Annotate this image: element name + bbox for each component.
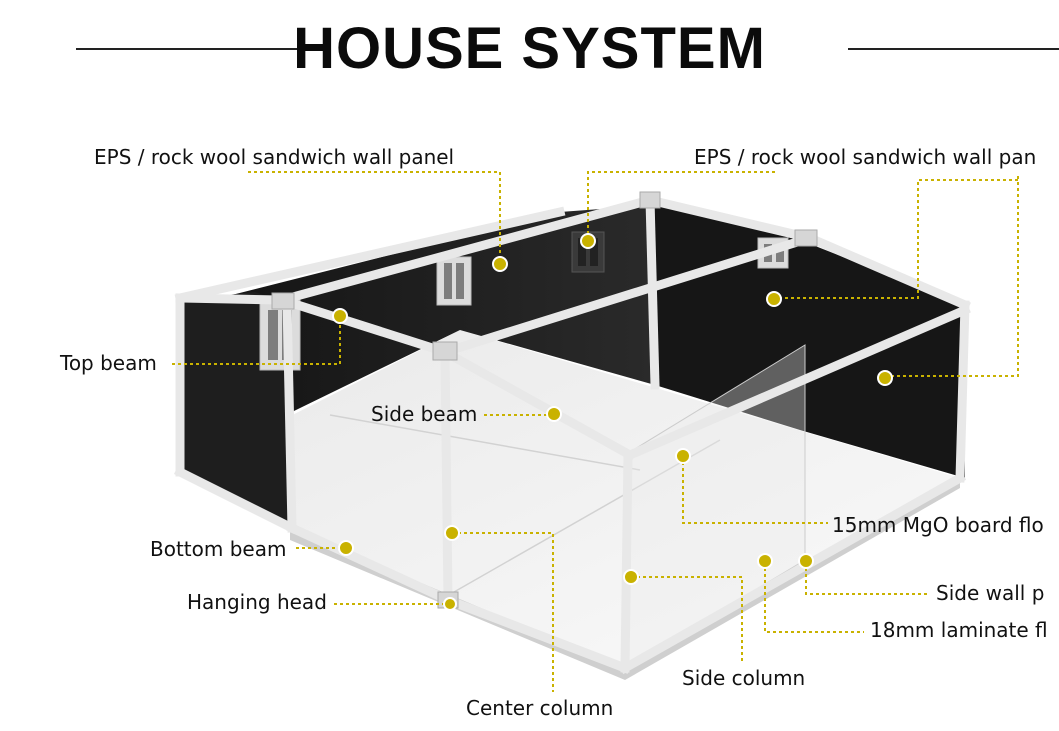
steel-frame — [173, 194, 971, 675]
callout-dot-wall-right — [766, 291, 782, 307]
leader-side-column — [631, 576, 743, 662]
label-top-beam: Top beam — [60, 351, 157, 375]
floor-seam-2 — [439, 439, 721, 601]
callout-dot-side-wall — [798, 553, 814, 569]
leader-wall-panel-far-right — [886, 176, 1019, 377]
label-laminate-floor: 18mm laminate fl — [870, 618, 1048, 642]
title-rule-right — [848, 48, 1059, 50]
label-side-wall: Side wall p — [936, 581, 1045, 605]
diagram-title: HOUSE SYSTEM — [293, 16, 766, 81]
callout-dot-wall-center — [580, 233, 596, 249]
leader-center-column — [452, 532, 554, 692]
callout-dot-center-column — [444, 525, 460, 541]
label-mgo-floor: 15mm MgO board flo — [832, 513, 1044, 537]
leader-mgo-floor — [682, 456, 828, 524]
callout-dot-side-beam — [546, 406, 562, 422]
back-wall-right — [655, 205, 965, 478]
window-left — [436, 256, 472, 306]
leader-wall-panel-left — [248, 171, 501, 262]
callout-dot-top-beam — [332, 308, 348, 324]
callout-dot-laminate — [757, 553, 773, 569]
back-wall-left — [212, 205, 655, 440]
label-side-beam: Side beam — [371, 402, 478, 426]
title-rule-left — [76, 48, 308, 50]
leader-laminate-floor — [764, 562, 864, 633]
leader-top-beam — [172, 316, 341, 365]
callout-dot-wall-far-right — [877, 370, 893, 386]
label-wall-panel-left: EPS / rock wool sandwich wall panel — [94, 145, 455, 169]
label-center-column: Center column — [466, 696, 614, 720]
callout-dot-side-column — [623, 569, 639, 585]
leader-wall-panel-right — [776, 179, 1018, 299]
leader-wall-panel-center — [587, 171, 775, 240]
callout-dot-hanging-head — [443, 597, 457, 611]
label-wall-panel-right: EPS / rock wool sandwich wall pan — [694, 145, 1037, 169]
label-side-column: Side column — [682, 666, 806, 690]
label-hanging-head: Hanging head — [187, 590, 327, 614]
callout-dot-bottom-beam — [338, 540, 354, 556]
callout-dot-wall-left — [492, 256, 508, 272]
label-bottom-beam: Bottom beam — [150, 537, 287, 561]
callout-dot-mgo-floor — [675, 448, 691, 464]
floor-seam-1 — [329, 414, 641, 471]
leader-side-wall — [805, 562, 930, 595]
